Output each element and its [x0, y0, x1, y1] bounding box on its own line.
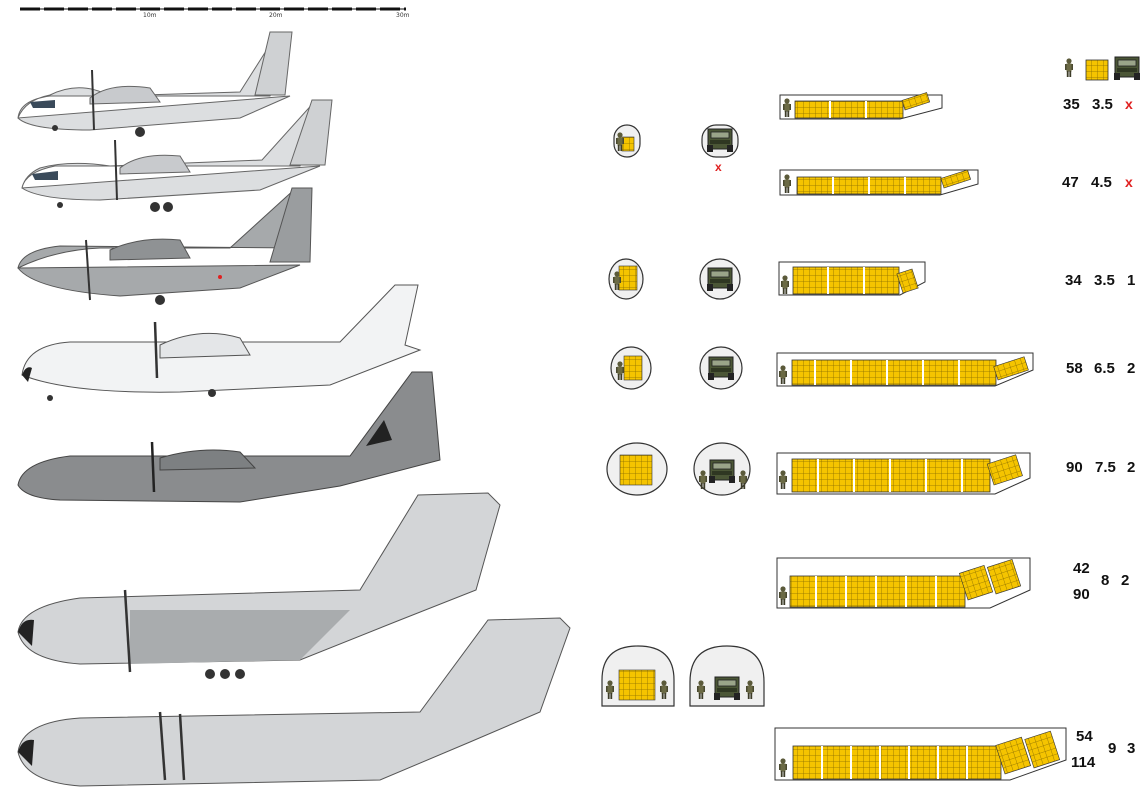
- cargo-hold-5: [776, 452, 1031, 495]
- cross-section-pallet-5: [606, 442, 668, 496]
- row-5-troops: 90: [1066, 459, 1083, 476]
- row-3-vehicles: 1: [1127, 272, 1136, 289]
- cargo-hold-6: [776, 557, 1031, 609]
- cross-section-pallet-4: [610, 346, 652, 390]
- cross-section-pallet-7: [601, 645, 675, 707]
- row-1-troops: 35: [1063, 96, 1080, 113]
- cross-section-truck-5: [693, 442, 751, 496]
- cargo-hold-2: [779, 169, 979, 196]
- cross-section-truck-4: [699, 346, 743, 390]
- row-6-pallets: 8: [1101, 572, 1110, 589]
- cargo-hold-1: [779, 92, 943, 120]
- scale-label-20m: 20m: [269, 12, 283, 19]
- cross-section-pallet-3: [608, 258, 644, 300]
- aircraft-a400m-stretched: [17, 617, 571, 787]
- row-7-troops-a: 54: [1076, 728, 1093, 745]
- aircraft-c160: [17, 187, 313, 305]
- row-4-vehicles: 2: [1127, 360, 1136, 377]
- cross-section-truck-7: [689, 645, 765, 707]
- row-7-vehicles: 3: [1127, 740, 1136, 757]
- row-6-troops-b: 90: [1073, 586, 1090, 603]
- aircraft-cn235: [17, 31, 293, 137]
- row-7-pallets: 9: [1108, 740, 1117, 757]
- truck-icon: [1113, 56, 1141, 81]
- aircraft-c130j: [17, 371, 441, 503]
- row-6-vehicles: 2: [1121, 572, 1130, 589]
- row-3-pallets: 3.5: [1094, 272, 1115, 289]
- row-4-troops: 58: [1066, 360, 1083, 377]
- scale-label-10m: 10m: [143, 12, 157, 19]
- pallet-icon: [1085, 59, 1109, 81]
- cross-section-truck-3: [699, 258, 741, 300]
- row-5-vehicles: 2: [1127, 459, 1136, 476]
- row-5-pallets: 7.5: [1095, 459, 1116, 476]
- row-2-pallets: 4.5: [1091, 174, 1112, 191]
- no-vehicle-mark: x: [715, 160, 722, 174]
- aircraft-c27j: [21, 284, 422, 401]
- cargo-hold-3: [778, 261, 926, 296]
- aircraft-c295: [21, 99, 333, 212]
- cargo-hold-7: [774, 727, 1067, 781]
- soldier-icon: [1065, 58, 1073, 77]
- header-icons: [1065, 56, 1141, 81]
- row-7-troops-b: 114: [1071, 754, 1096, 771]
- aircraft-a400m: [17, 492, 501, 679]
- cross-section-truck-1: [701, 124, 739, 158]
- row-1-vehicles: x: [1125, 96, 1133, 112]
- row-1-pallets: 3.5: [1092, 96, 1113, 113]
- cross-section-pallet-1: [613, 124, 641, 158]
- scale-label-30m: 30m: [396, 12, 410, 19]
- row-4-pallets: 6.5: [1094, 360, 1115, 377]
- row-2-vehicles: x: [1125, 174, 1133, 190]
- row-2-troops: 47: [1062, 174, 1079, 191]
- cargo-hold-4: [776, 352, 1034, 387]
- row-3-troops: 34: [1065, 272, 1082, 289]
- row-6-troops-a: 42: [1073, 560, 1090, 577]
